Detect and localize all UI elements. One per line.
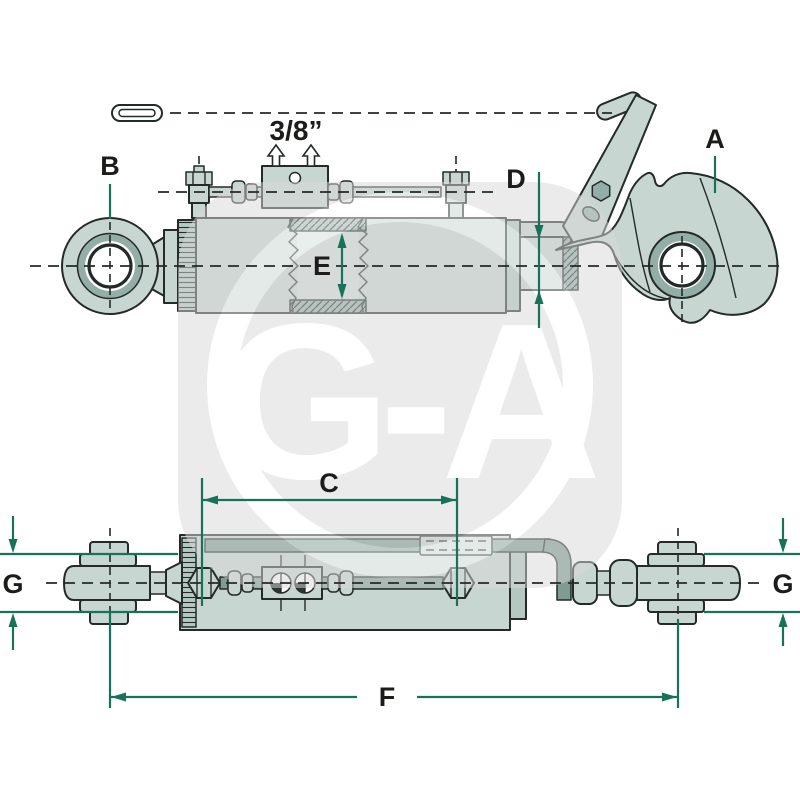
dimension-label-b: B <box>100 151 120 181</box>
dimension-f: F <box>108 614 680 712</box>
arrowhead-up-icon <box>8 613 18 627</box>
arrowhead-right-icon <box>662 692 677 702</box>
centerlines <box>30 112 786 640</box>
linch-pin <box>111 104 163 122</box>
arrowhead-left-icon <box>203 495 218 505</box>
arrowhead-left-icon <box>111 692 126 702</box>
port-annotation: 3/8” <box>266 115 323 167</box>
dimension-label-g-right: G <box>772 569 793 599</box>
dimension-e: E <box>313 233 347 299</box>
arrowhead-up-icon <box>337 233 347 248</box>
dimension-label-e: E <box>313 251 331 281</box>
hook-contour-line <box>699 177 737 299</box>
dimension-g-left: G <box>0 516 178 650</box>
arrowhead-up-icon <box>778 613 788 627</box>
watermark: G-A <box>178 182 622 588</box>
watermark-text: G-A <box>219 278 597 526</box>
left-elbow-fitting <box>185 171 213 219</box>
arrowhead-down-icon <box>337 284 347 299</box>
watermark-square <box>178 182 622 588</box>
dimension-g-right: G <box>704 518 800 646</box>
arrowhead-down-icon <box>8 539 18 553</box>
arrowhead-down-icon <box>778 539 788 553</box>
hook-contour-line <box>629 197 651 293</box>
port-arrow-icon <box>301 143 321 167</box>
dimension-d: D <box>506 164 544 328</box>
dimension-label-f: F <box>379 682 396 712</box>
dimension-c: C <box>200 468 459 606</box>
watermark-ring <box>207 192 593 578</box>
arrowhead-right-icon <box>441 495 456 505</box>
port-size-label: 3/8” <box>270 115 323 146</box>
dimension-label-a: A <box>705 124 725 154</box>
arrowhead-up-icon <box>534 290 544 304</box>
port-arrow-icon <box>266 143 286 167</box>
label-a-group: A <box>705 124 725 193</box>
dimension-label-g-left: G <box>2 569 23 599</box>
dimension-label-c: C <box>319 468 339 498</box>
label-b-group: B <box>100 151 120 219</box>
dimension-label-d: D <box>506 164 526 194</box>
pivot-hex-pin <box>591 180 611 202</box>
arrowhead-down-icon <box>534 225 544 239</box>
